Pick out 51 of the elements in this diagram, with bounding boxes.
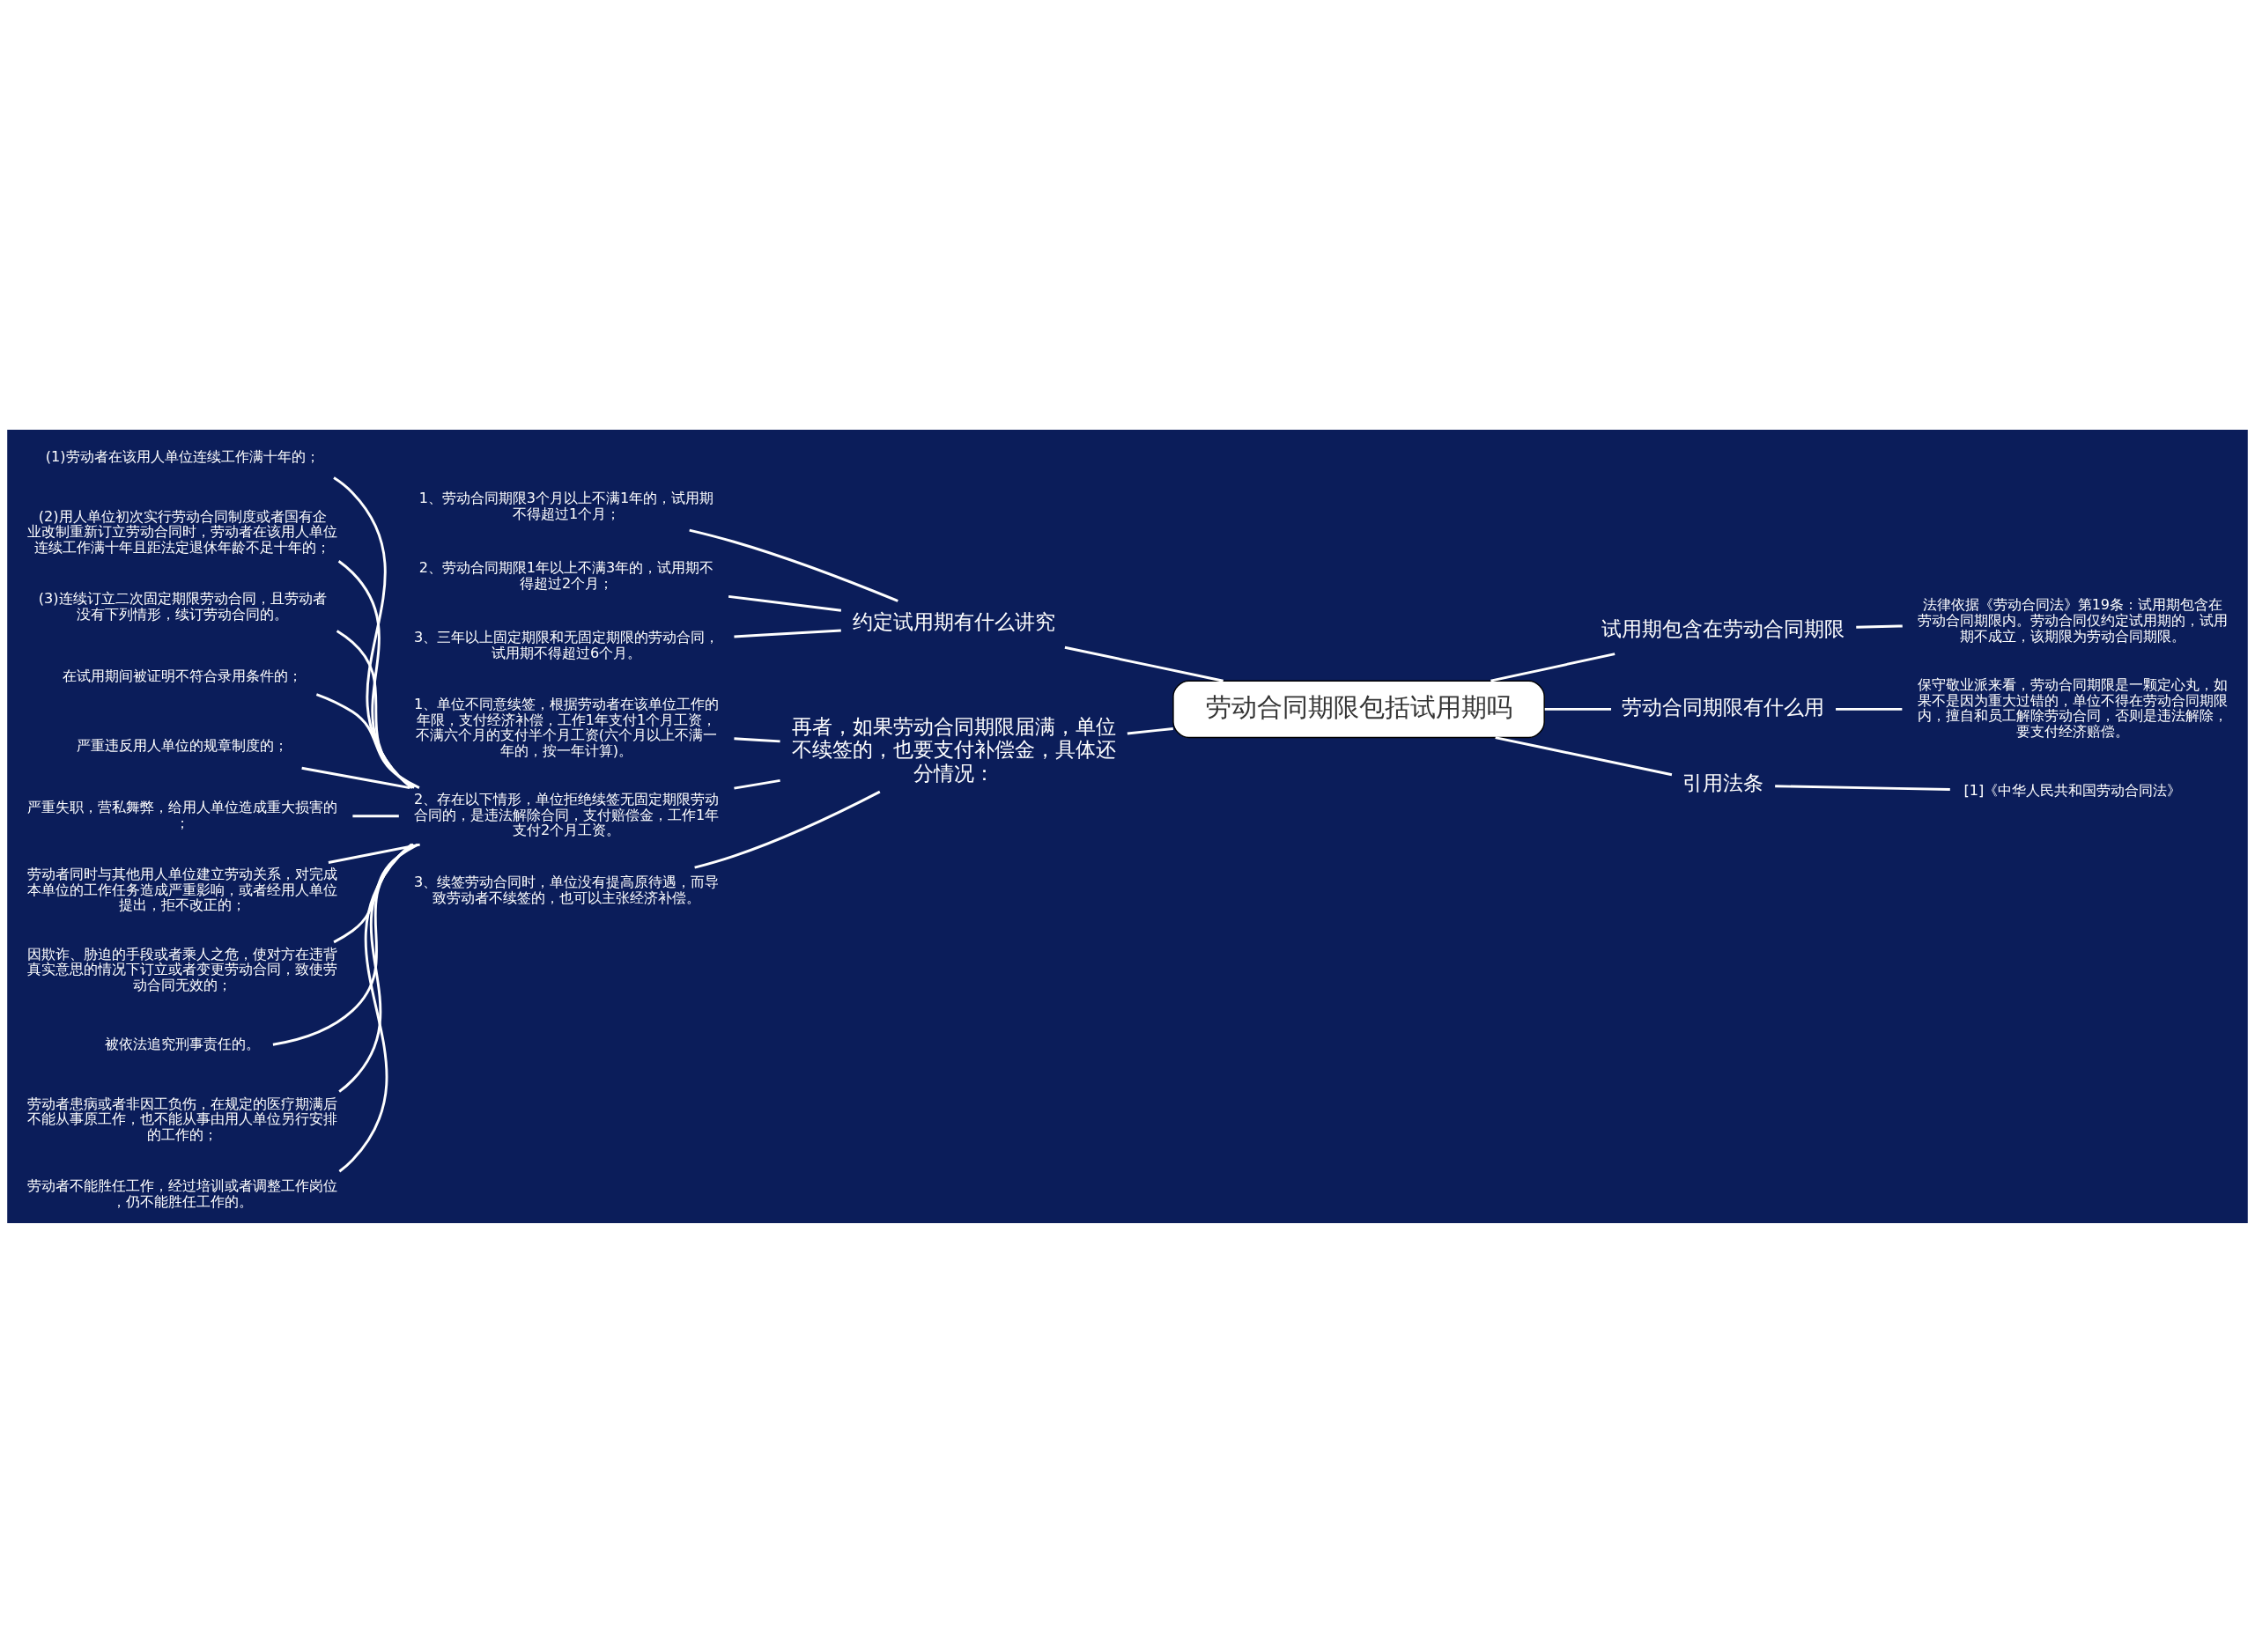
connector <box>694 790 881 869</box>
node-text: (3)连续订立二次固定期限劳动合同，且劳动者没有下列情形，续订劳动合同的。 <box>38 589 327 623</box>
node-text: 1、单位不同意续签，根据劳动者在该单位工作的年限，支付经济补偿，工作1年支付1个月工资，不满六个月的支付半个月工资(六个月以上不满一年的，按一年计算)。 <box>413 695 720 759</box>
node-text: 再者，如果劳动合同期限届满，单位不续签的，也要支付补偿金，具体还分情况： <box>791 713 1116 785</box>
connector <box>338 843 413 1172</box>
connector <box>1490 652 1615 682</box>
node-text: (2)用人单位初次实行劳动合同制度或者国有企业改制重新订立劳动合同时，劳动者在该用人单位连续工作满十年且距法定退休年龄不足十年的； <box>27 507 338 556</box>
connector <box>301 766 410 789</box>
connector <box>333 476 413 789</box>
node-text: 被依法追究刑事责任的。 <box>105 1035 261 1052</box>
node-text: [1]《中华人民共和国劳动合同法》 <box>1963 781 2182 799</box>
connector <box>328 843 420 864</box>
connector <box>1856 623 1903 629</box>
node-text: 劳动合同期限有什么用 <box>1622 694 1825 719</box>
node-text: 在试用期间被证明不符合录用条件的； <box>63 667 303 684</box>
node-text: 因欺诈、胁迫的手段或者乘人之危，使对方在违背真实意思的情况下订立或者变更劳动合同，致使劳动合同无效的； <box>27 945 338 993</box>
connector <box>1544 707 1612 711</box>
node-text: 法律依据《劳动合同法》第19条：试用期包含在劳动合同期限内。劳动合同仅约定试用期的，试用期不成立，该期限为劳动合同期限。 <box>1917 595 2228 645</box>
node-text: (1)劳动者在该用人单位连续工作满十年的； <box>45 447 320 465</box>
connector <box>272 843 415 1046</box>
node-text: 劳动者同时与其他用人单位建立劳动关系，对完成本单位的工作任务造成严重影响，或者经用人单位提出，拒不改正的； <box>27 865 338 913</box>
connector <box>338 843 413 1093</box>
node-text: 保守敬业派来看，劳动合同期限是一颗定心丸，如果不是因为重大过错的，单位不得在劳动合同期限内，擅自和员工解除劳动合同，否则是违法解除，要支付经济赔偿。 <box>1917 675 2228 740</box>
node-text: 3、续签劳动合同时，单位没有提高原待遇，而导致劳动者不续签的，也可以主张经济补偿。 <box>413 873 720 905</box>
node-text: 1、劳动合同期限3个月以上不满1年的，试用期不得超过1个月； <box>418 489 714 522</box>
node-text: 严重违反用人单位的规章制度的； <box>77 736 289 754</box>
connector <box>315 692 420 789</box>
connector <box>336 629 415 789</box>
connector <box>333 843 418 943</box>
connector <box>1064 645 1224 682</box>
connector <box>1495 735 1673 776</box>
connector <box>352 814 399 817</box>
connector <box>689 528 898 602</box>
node-text: 劳动者患病或者非因工负伤，在规定的医疗期满后不能从事原工作，也不能从事由用人单位另行安排的工作的； <box>27 1095 338 1143</box>
node-text: 3、三年以上固定期限和无固定期限的劳动合同，试用期不得超过6个月。 <box>413 628 720 661</box>
connector <box>734 629 841 638</box>
connector <box>734 736 780 742</box>
connector <box>1775 784 1950 791</box>
node-text: 2、存在以下情形，单位拒绝续签无固定期限劳动合同的，是违法解除合同，支付赔偿金，工作1年支付2个月工资。 <box>413 790 720 838</box>
node-text: 严重失职，营私舞弊，给用人单位造成重大损害的； <box>27 798 338 831</box>
node-text: 约定试用期有什么讲究 <box>852 608 1055 634</box>
node-text: 引用法条 <box>1682 770 1764 795</box>
connector <box>734 778 780 790</box>
node-text: 2、劳动合同期限1年以上不满3年的，试用期不得超过2个月； <box>418 558 714 592</box>
node-text: 试用期包含在劳动合同期限 <box>1601 616 1845 641</box>
connector <box>728 594 842 612</box>
node-box: 劳动合同期限包括试用期吗 <box>1172 680 1545 738</box>
node-text: 劳动者不能胜任工作，经过培训或者调整工作岗位，仍不能胜任工作的。 <box>27 1176 338 1210</box>
connector <box>337 559 414 789</box>
connector <box>1836 707 1903 711</box>
connector <box>1127 726 1173 734</box>
